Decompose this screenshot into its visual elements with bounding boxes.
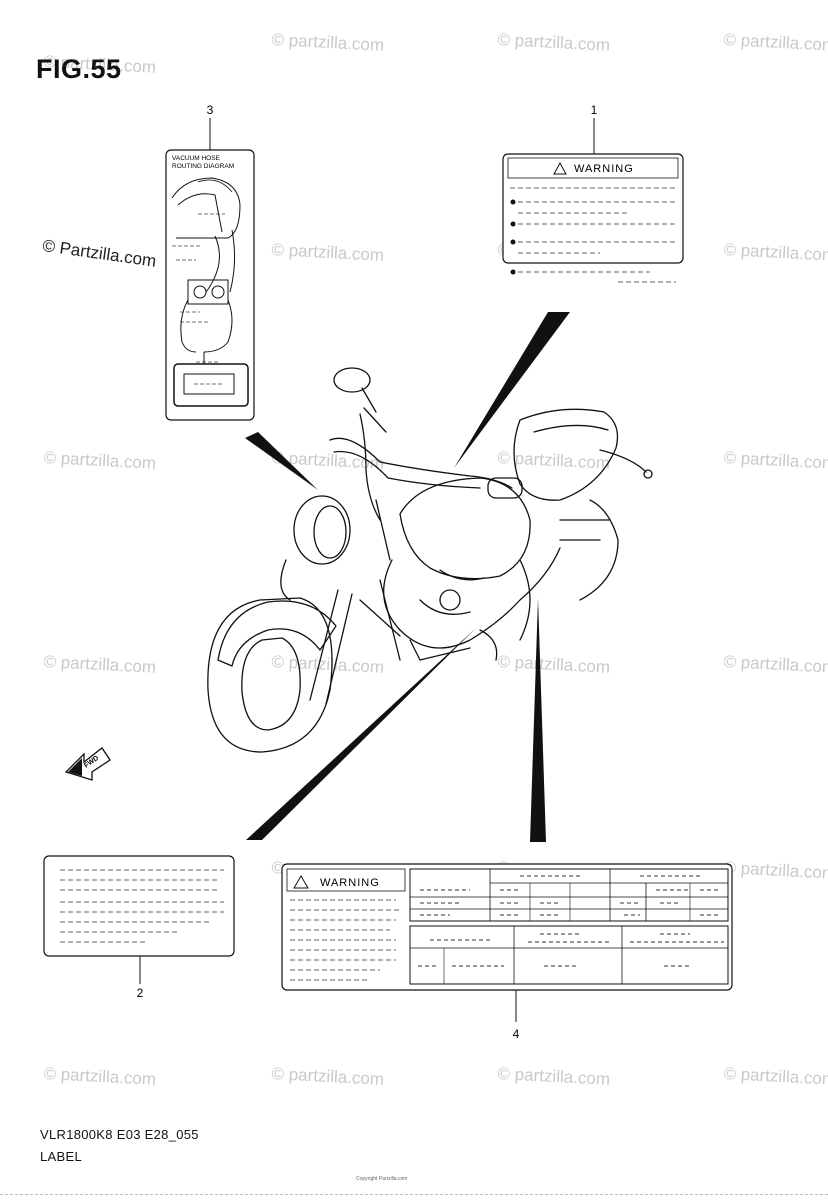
warning-1-heading: WARNING <box>574 163 634 175</box>
svg-text:FWD: FWD <box>83 755 100 770</box>
warning-triangle-icon <box>293 875 309 889</box>
label-1-warning[interactable]: WARNING <box>502 118 684 283</box>
callout-3: 3 <box>207 103 214 117</box>
bottom-divider <box>0 1194 828 1195</box>
figure-title: FIG.55 <box>36 54 122 84</box>
copyright-note: Copyright Partzilla.com <box>356 1176 408 1182</box>
label-2-information[interactable] <box>43 855 235 984</box>
vacuum-hose-title: VACUUM HOSE <box>172 155 221 162</box>
category-label: LABEL <box>40 1149 82 1164</box>
leader-wedge-2 <box>246 628 476 840</box>
leader-wedge-3 <box>245 432 318 490</box>
fwd-arrow-icon: FWD <box>64 747 111 781</box>
warning-triangle-icon <box>553 161 567 175</box>
vacuum-hose-subtitle: ROUTING DIAGRAM <box>172 163 234 170</box>
model-code: VLR1800K8 E03 E28_055 <box>40 1127 199 1142</box>
leader-wedge-1 <box>454 312 570 468</box>
leader-wedge-4 <box>530 598 546 842</box>
label-3-vacuum-hose[interactable]: VACUUM HOSE ROUTING DIAGRAM <box>165 118 255 421</box>
motorcycle-illustration <box>207 367 653 753</box>
callout-4: 4 <box>513 1027 520 1041</box>
label-4-warning-table[interactable]: WARNING <box>281 863 733 1022</box>
warning-4-heading: WARNING <box>320 877 380 889</box>
callout-1: 1 <box>591 103 598 117</box>
callout-2: 2 <box>137 986 144 1000</box>
